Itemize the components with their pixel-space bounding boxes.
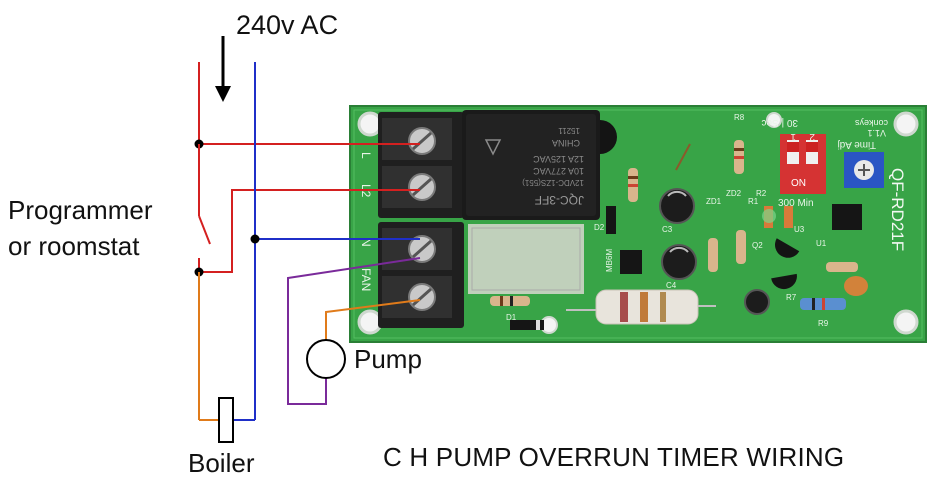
terminal-block-bottom bbox=[378, 222, 464, 328]
terminal-label-n: N bbox=[359, 238, 373, 247]
mounting-hole bbox=[893, 309, 919, 335]
resistor bbox=[826, 262, 858, 272]
power-resistor bbox=[566, 289, 716, 325]
boiler-symbol bbox=[218, 397, 234, 443]
dip-on-label: ON bbox=[791, 178, 806, 189]
arrow-down-icon bbox=[215, 86, 231, 102]
board-version: V1.1 bbox=[867, 128, 886, 138]
mb6m-label: MB6M bbox=[605, 249, 614, 272]
trim-potentiometer bbox=[844, 152, 884, 188]
resistor bbox=[736, 230, 746, 264]
relay-rating-1: 12A 125VAC bbox=[533, 154, 584, 164]
resistor bbox=[708, 238, 718, 272]
mounting-hole bbox=[357, 309, 383, 335]
relay-rating-2: 10A 277VAC bbox=[533, 166, 584, 176]
ref-c4: C4 bbox=[666, 281, 677, 290]
live-wire bbox=[198, 62, 420, 273]
pump-feed-wire bbox=[325, 299, 421, 340]
relay-code: 15211 bbox=[558, 126, 580, 135]
mounting-hole bbox=[893, 111, 919, 137]
dip-2-label: 2 bbox=[809, 131, 815, 142]
ref-q2: Q2 bbox=[752, 241, 763, 250]
ref-r8: R8 bbox=[734, 113, 745, 122]
min-label: 300 Min bbox=[778, 198, 814, 209]
ref-zd1: ZD1 bbox=[706, 197, 722, 206]
programmer-switch bbox=[198, 144, 211, 272]
dip-switch: ON bbox=[780, 134, 826, 194]
pcb-highlight bbox=[353, 109, 923, 339]
relay: 15211 CHINA 12A 125VAC 10A 277VAC 12VDC-… bbox=[462, 110, 600, 220]
ref-r9: R9 bbox=[818, 319, 829, 328]
terminal-block-top bbox=[378, 112, 464, 218]
switched-live-wire bbox=[198, 272, 220, 421]
ceramic-capacitor bbox=[844, 276, 868, 296]
diode-d1 bbox=[510, 320, 544, 330]
diode-d2 bbox=[606, 206, 616, 234]
time-adj-label: Time Adj bbox=[837, 139, 876, 150]
junction-dot bbox=[250, 234, 260, 244]
relay-coil: 12VDC-1ZS(551) bbox=[522, 178, 584, 187]
ref-r1: R1 bbox=[748, 197, 759, 206]
timer-relay-board: L L2 N FAN 15211 CHINA bbox=[349, 105, 927, 343]
roomstat-label: or roomstat bbox=[8, 231, 140, 261]
supply-label: 240v AC bbox=[236, 10, 339, 40]
mounting-hole bbox=[766, 112, 782, 128]
transistor bbox=[771, 273, 797, 290]
capacitor-c4 bbox=[661, 244, 697, 280]
transistor bbox=[775, 238, 800, 258]
board-brand: conkeys bbox=[854, 118, 888, 128]
fan-wire bbox=[287, 257, 421, 405]
pump-symbol bbox=[306, 339, 346, 379]
relay-brand: JQC-3FF bbox=[535, 193, 584, 207]
programmer-roomstat-label: Programmer or roomstat bbox=[8, 192, 152, 264]
ref-d2: D2 bbox=[594, 223, 605, 232]
zener-diode bbox=[784, 206, 793, 228]
ref-r2: R2 bbox=[756, 189, 767, 198]
boiler-label: Boiler bbox=[188, 448, 255, 478]
capacitor-small bbox=[744, 289, 770, 315]
jumper-wire bbox=[675, 143, 691, 171]
pump-label: Pump bbox=[354, 344, 422, 374]
terminal-label-l: L bbox=[359, 152, 373, 159]
ref-c3: C3 bbox=[662, 225, 673, 234]
relay-logo-icon bbox=[484, 139, 502, 156]
ref-d1: D1 bbox=[506, 313, 517, 322]
transistor bbox=[600, 120, 617, 154]
programmer-label: Programmer bbox=[8, 195, 153, 225]
status-led bbox=[762, 209, 776, 223]
ref-u1: U1 bbox=[816, 239, 827, 248]
bridge-rectifier bbox=[620, 250, 642, 274]
relay-origin: CHINA bbox=[552, 138, 580, 148]
ref-zd2: ZD2 bbox=[726, 189, 742, 198]
sec-label: 30 | Sec bbox=[761, 117, 798, 128]
board-model: QF-RD21F bbox=[888, 168, 907, 251]
capacitor-c3 bbox=[659, 188, 695, 224]
relay-socket bbox=[468, 224, 584, 294]
supply-arrow bbox=[215, 36, 231, 102]
diagram-title: C H PUMP OVERRUN TIMER WIRING bbox=[383, 442, 845, 472]
dip-1-label: 1 bbox=[790, 131, 796, 142]
optocoupler-u3 bbox=[832, 204, 862, 230]
mounting-hole bbox=[357, 111, 383, 137]
ref-u3: U3 bbox=[794, 225, 805, 234]
ref-r7: R7 bbox=[786, 293, 797, 302]
terminal-label-fan: FAN bbox=[359, 268, 373, 291]
